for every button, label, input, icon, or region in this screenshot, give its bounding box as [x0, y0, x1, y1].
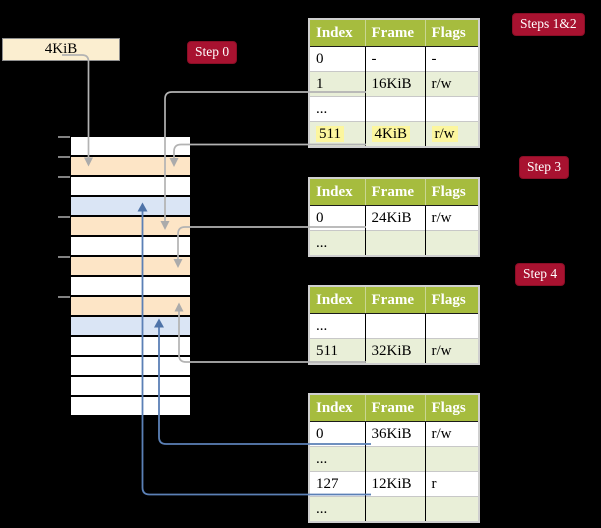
- table-row: 1 16KiB r/w: [309, 71, 479, 97]
- frame-row-8: [71, 277, 190, 295]
- cell-frame: 12KiB: [364, 471, 425, 497]
- frame-row-5: [71, 217, 190, 235]
- cell-flags: [424, 96, 479, 122]
- table-header-row: Index Frame Flags: [309, 178, 479, 206]
- cell-frame: 36KiB: [364, 421, 425, 447]
- cell-index: 511: [309, 338, 365, 364]
- page-size-box: 4KiB: [2, 38, 120, 61]
- page-table-step-4-upper: Index Frame Flags ... 511 32KiB r/w: [308, 285, 480, 365]
- cell-flags: r: [424, 471, 479, 497]
- cell-frame: [364, 313, 425, 339]
- cell-index: 1: [309, 71, 365, 97]
- table-row: ...: [309, 496, 479, 522]
- cell-frame: [364, 496, 425, 522]
- steps12-label: Steps 1&2: [512, 13, 585, 36]
- col-header-flags: Flags: [424, 178, 479, 206]
- cell-frame: -: [364, 46, 425, 72]
- col-header-index: Index: [309, 394, 365, 422]
- cell-frame: 16KiB: [364, 71, 425, 97]
- frame-row-13: [71, 377, 190, 395]
- cell-index: 511: [309, 121, 365, 147]
- col-header-flags: Flags: [424, 286, 479, 314]
- cell-flags: r/w: [424, 205, 479, 231]
- cell-frame: 32KiB: [364, 338, 425, 364]
- col-header-index: Index: [309, 19, 365, 47]
- cell-flags: [424, 230, 479, 256]
- page-table-step-3: Index Frame Flags 0 24KiB r/w ...: [308, 177, 480, 257]
- table-header-row: Index Frame Flags: [309, 19, 479, 47]
- highlighted-value: 511: [316, 125, 344, 142]
- frame-row-6: [71, 237, 190, 255]
- table-row: ...: [309, 313, 479, 339]
- col-header-flags: Flags: [424, 19, 479, 47]
- cell-index: ...: [309, 446, 365, 472]
- cell-flags: [424, 446, 479, 472]
- col-header-index: Index: [309, 286, 365, 314]
- frame-row-14: [71, 397, 190, 415]
- table-row: 127 12KiB r: [309, 471, 479, 497]
- col-header-frame: Frame: [364, 394, 425, 422]
- cell-frame: 4KiB: [364, 121, 425, 147]
- frame-row-1: [71, 137, 190, 155]
- cell-flags: -: [424, 46, 479, 72]
- table-header-row: Index Frame Flags: [309, 286, 479, 314]
- highlighted-value: r/w: [431, 125, 458, 142]
- frame-row-10: [71, 317, 190, 335]
- frame-row-7: [71, 257, 190, 275]
- col-header-frame: Frame: [364, 19, 425, 47]
- cell-index: 0: [309, 421, 365, 447]
- page-table-steps-1-2: Index Frame Flags 0 - - 1 16KiB r/w ... …: [308, 18, 480, 148]
- table-row: ...: [309, 446, 479, 472]
- table-row: 511 32KiB r/w: [309, 338, 479, 364]
- table-row-highlighted: 511 4KiB r/w: [309, 121, 479, 147]
- table-row: 0 24KiB r/w: [309, 205, 479, 231]
- cell-frame: [364, 230, 425, 256]
- cell-flags: r/w: [424, 338, 479, 364]
- cell-index: ...: [309, 96, 365, 122]
- frame-row-12: [71, 357, 190, 375]
- cell-frame: 24KiB: [364, 205, 425, 231]
- cell-frame: [364, 446, 425, 472]
- table-row: ...: [309, 96, 479, 122]
- highlighted-value: 4KiB: [371, 125, 411, 142]
- col-header-index: Index: [309, 178, 365, 206]
- frame-row-9: [71, 297, 190, 315]
- frame-row-3: [71, 177, 190, 195]
- cell-index: 0: [309, 46, 365, 72]
- table-row: ...: [309, 230, 479, 256]
- stack-tick-marks: [58, 136, 70, 298]
- cell-flags: [424, 313, 479, 339]
- cell-index: ...: [309, 230, 365, 256]
- cell-flags: [424, 496, 479, 522]
- table-row: 0 - -: [309, 46, 479, 72]
- cell-flags: r/w: [424, 121, 479, 147]
- page-table-step-4-lower: Index Frame Flags 0 36KiB r/w ... 127 12…: [308, 393, 480, 523]
- cell-frame: [364, 96, 425, 122]
- step4-label: Step 4: [515, 263, 566, 286]
- cell-flags: r/w: [424, 71, 479, 97]
- cell-index: 0: [309, 205, 365, 231]
- step0-label: Step 0: [187, 41, 238, 64]
- frame-row-2: [71, 157, 190, 175]
- col-header-frame: Frame: [364, 178, 425, 206]
- col-header-flags: Flags: [424, 394, 479, 422]
- table-row: 0 36KiB r/w: [309, 421, 479, 447]
- cell-flags: r/w: [424, 421, 479, 447]
- col-header-frame: Frame: [364, 286, 425, 314]
- table-header-row: Index Frame Flags: [309, 394, 479, 422]
- frame-row-4: [71, 197, 190, 215]
- page-size-label: 4KiB: [44, 41, 78, 57]
- cell-index: 127: [309, 471, 365, 497]
- frame-row-11: [71, 337, 190, 355]
- cell-index: ...: [309, 496, 365, 522]
- memory-frame-stack: [71, 137, 190, 415]
- cell-index: ...: [309, 313, 365, 339]
- step3-label: Step 3: [519, 156, 570, 179]
